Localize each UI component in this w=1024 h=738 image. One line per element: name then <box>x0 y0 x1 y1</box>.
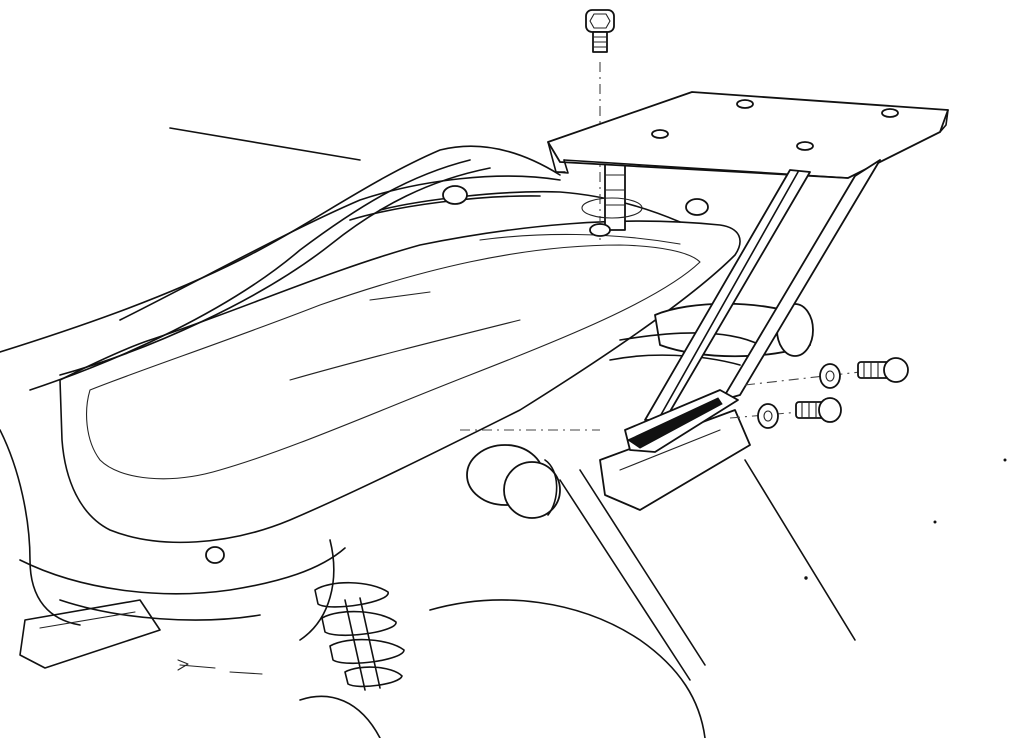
side-bolt-icon <box>795 357 909 423</box>
washer-icon <box>757 363 841 429</box>
top-bolt-icon <box>581 9 643 240</box>
rear-shock-spring <box>314 581 405 691</box>
scan-specks <box>804 458 1007 580</box>
motorcycle-tail <box>0 127 856 738</box>
rack-plate-icon <box>460 91 949 453</box>
